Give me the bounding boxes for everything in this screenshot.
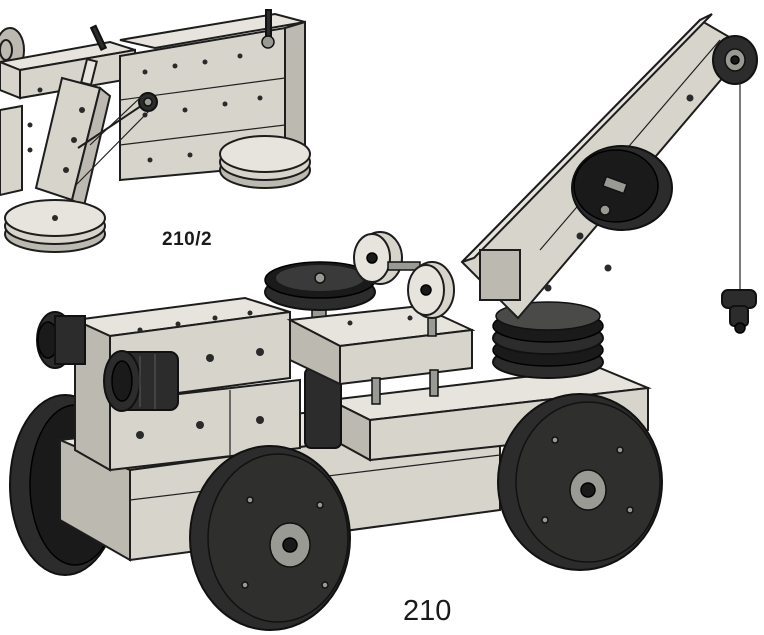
detail-drawing (0, 9, 311, 253)
detail-right-wheel (219, 135, 311, 189)
front-roller-middle (103, 350, 179, 412)
front-left-wheel (189, 445, 351, 631)
steering-wheel (264, 261, 376, 311)
detail-label: 210/2 (162, 229, 213, 250)
crane-turntable (492, 301, 604, 379)
detail-front-wheel (4, 199, 106, 253)
main-label: 210 (403, 595, 452, 627)
hoist-hook (721, 289, 757, 334)
front-right-wheel (497, 393, 663, 571)
pulley-right (407, 261, 455, 319)
pulley-left (353, 231, 403, 285)
main-drawing (9, 13, 758, 631)
boom-tip-pulley (712, 35, 758, 85)
front-roller-upper (36, 311, 86, 369)
winch-drum (571, 145, 673, 231)
